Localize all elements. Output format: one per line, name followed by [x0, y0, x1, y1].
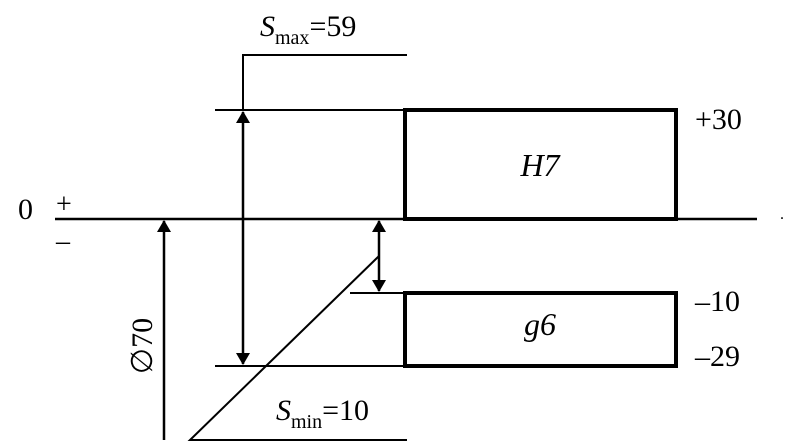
hole-upper-deviation: +30 [695, 103, 742, 136]
smax-label: Smax=59 [260, 10, 356, 49]
hole-zone-box [403, 108, 678, 221]
hole-zone-name: H7 [519, 147, 561, 183]
smin-label: Smin=10 [276, 394, 369, 433]
smin-symbol: S [276, 394, 291, 427]
shaft-upper-deviation: –10 [694, 285, 740, 318]
trailing-dot: . [780, 206, 784, 223]
smin-value: =10 [322, 394, 369, 427]
smax-value: =59 [309, 10, 356, 43]
nominal-size-label: ∅70 [126, 318, 159, 374]
smax-symbol: S [260, 10, 275, 43]
plus-sign: + [56, 189, 72, 220]
smin-leader [187, 255, 407, 441]
shaft-lower-deviation: –29 [694, 340, 740, 373]
smax-subscript: max [275, 27, 309, 49]
shaft-zone-name: g6 [524, 306, 556, 342]
smax-leader [242, 54, 407, 110]
smin-subscript: min [291, 411, 322, 433]
shaft-zone-box [403, 291, 678, 368]
zero-label: 0 [18, 193, 33, 226]
minus-sign: – [55, 226, 71, 257]
